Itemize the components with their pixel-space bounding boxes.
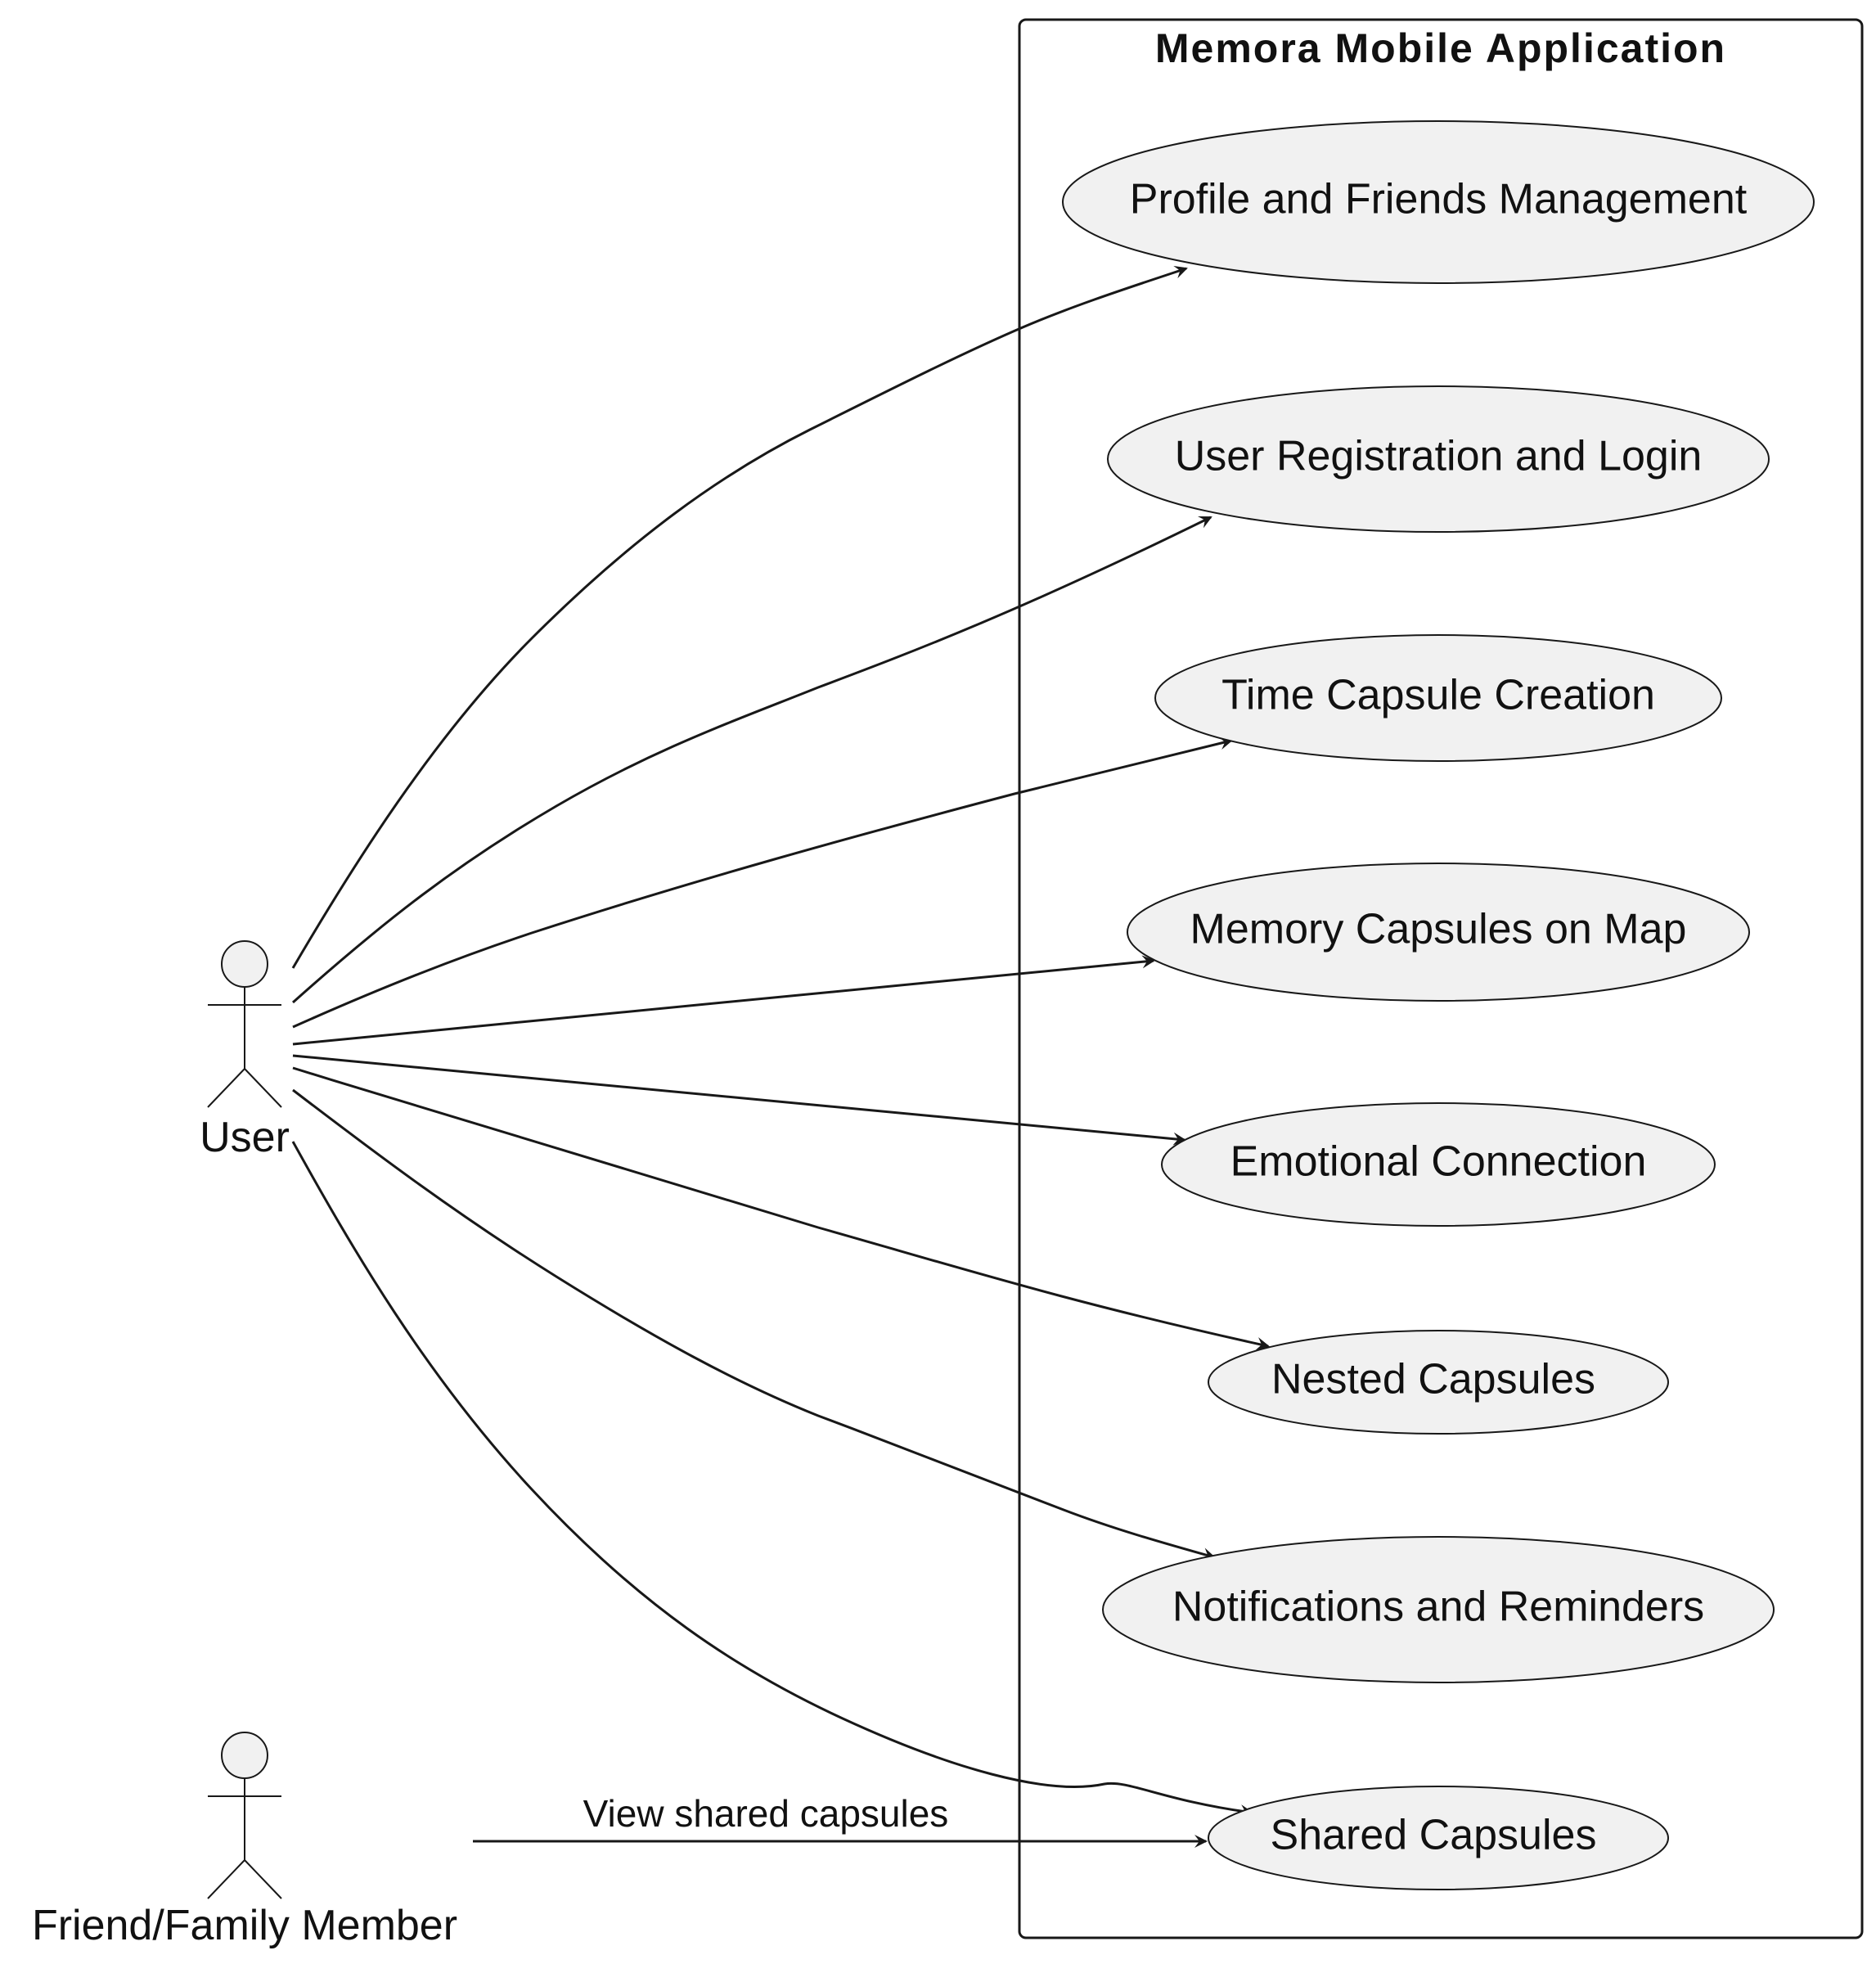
actor-leg-left xyxy=(207,1068,245,1108)
use-case-time-capsule[interactable]: Time Capsule Creation xyxy=(1154,634,1722,762)
edge-user-notifications xyxy=(292,1088,1216,1561)
use-case-map[interactable]: Memory Capsules on Map xyxy=(1127,863,1750,1002)
use-case-label: User Registration and Login xyxy=(1175,433,1703,480)
use-case-label: Memory Capsules on Map xyxy=(1190,906,1687,953)
edge-user-nested xyxy=(292,1066,1270,1350)
use-case-registration[interactable]: User Registration and Login xyxy=(1107,385,1770,533)
actor-user-label: User xyxy=(200,1114,290,1161)
actor-head xyxy=(221,1732,268,1779)
use-case-notifications[interactable]: Notifications and Reminders xyxy=(1102,1536,1775,1683)
use-case-nested[interactable]: Nested Capsules xyxy=(1208,1330,1669,1435)
edge-user-shared xyxy=(291,1141,1253,1818)
edge-user-profile xyxy=(291,265,1188,969)
actor-leg-right xyxy=(244,1859,282,1899)
edge-user-time-capsule xyxy=(292,736,1233,1029)
edge-user-map xyxy=(292,955,1155,1046)
actor-head xyxy=(221,940,268,988)
use-case-label: Profile and Friends Management xyxy=(1130,176,1748,223)
use-case-label: Emotional Connection xyxy=(1230,1138,1647,1186)
use-case-label: Shared Capsules xyxy=(1271,1812,1597,1859)
edges xyxy=(291,265,1270,1848)
use-case-label: Notifications and Reminders xyxy=(1172,1583,1704,1631)
actor-leg-left xyxy=(207,1859,245,1899)
use-case-emotional[interactable]: Emotional Connection xyxy=(1161,1102,1716,1227)
actor-friend-label: Friend/Family Member xyxy=(32,1902,457,1949)
use-case-label: Nested Capsules xyxy=(1271,1356,1595,1403)
actor-leg-right xyxy=(244,1068,282,1108)
actor-friend[interactable] xyxy=(207,1732,282,1899)
edge-user-registration xyxy=(292,516,1212,1004)
actor-user[interactable] xyxy=(207,940,282,1108)
system-title: Memora Mobile Application xyxy=(1155,25,1726,71)
use-case-shared[interactable]: Shared Capsules xyxy=(1208,1786,1669,1890)
use-case-profile[interactable]: Profile and Friends Management xyxy=(1062,120,1815,284)
use-case-label: Time Capsule Creation xyxy=(1221,672,1655,719)
edge-user-emotional xyxy=(292,1054,1186,1146)
edge-label-view-shared: View shared capsules xyxy=(583,1792,949,1835)
